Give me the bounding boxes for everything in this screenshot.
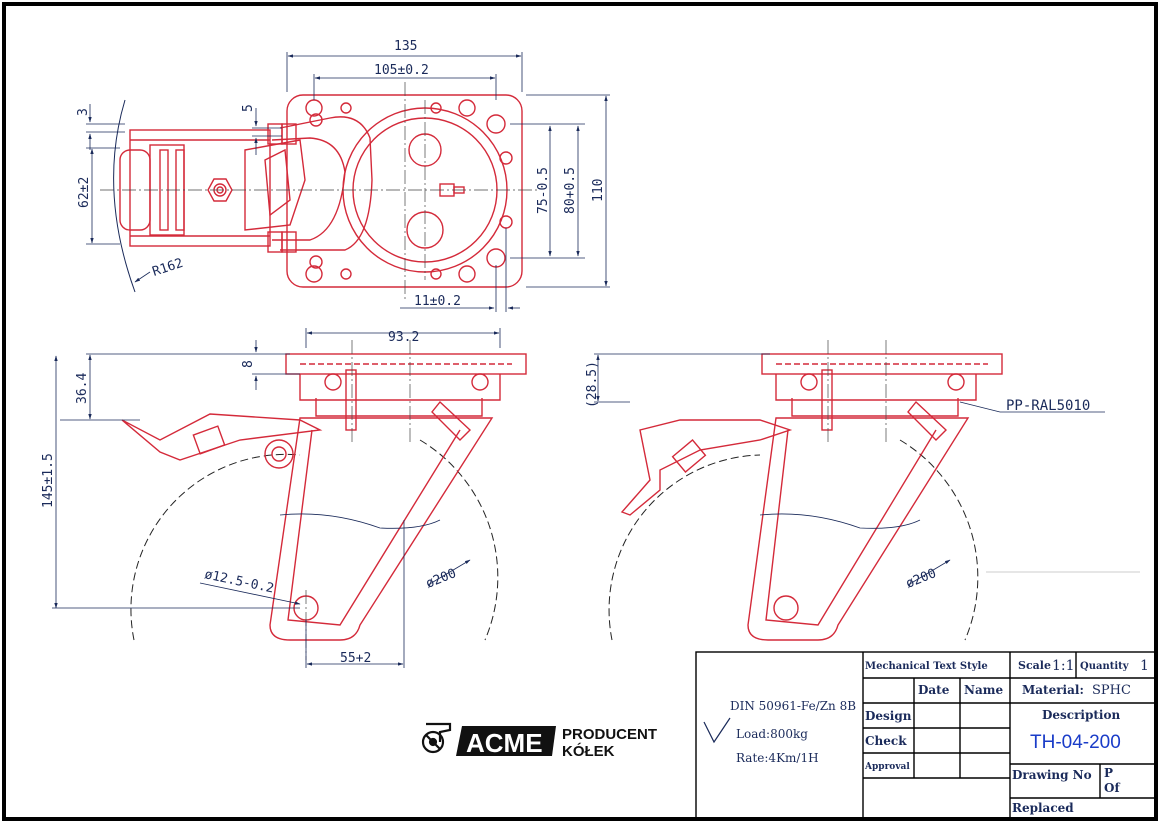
- dim-28: (28.5): [585, 361, 600, 408]
- load-text: Load:800kg: [736, 727, 808, 741]
- dim-55: 55+2: [340, 651, 371, 666]
- scale-value: 1:1: [1052, 658, 1075, 674]
- side-view-right: (28.5) ø200 PP-RAL5010: [585, 340, 1140, 641]
- rate-text: Rate:4Km/1H: [736, 751, 819, 765]
- dim-200-left: ø200: [424, 566, 459, 592]
- title-block: DIN 50961-Fe/Zn 8B Load:800kg Rate:4Km/1…: [695, 651, 1157, 820]
- scale-label: Scale: [1018, 659, 1051, 672]
- dim-93: 93.2: [388, 330, 419, 345]
- caster-icon: [421, 722, 452, 754]
- check-label: Check: [865, 734, 907, 748]
- dim-105: 105±0.2: [374, 63, 429, 78]
- replaced-label: Replaced: [1012, 801, 1074, 815]
- acme-logo: ACME PRODUCENT KÓŁEK: [421, 722, 657, 760]
- dim-36: 36.4: [75, 373, 90, 404]
- side-view-left: 93.2 8 36.4 145±1.5 ø12.5-0.2 ø200 55+2: [41, 328, 527, 668]
- logo-brand: ACME: [466, 728, 543, 758]
- dim-11: 11±0.2: [414, 294, 461, 309]
- design-label: Design: [865, 709, 912, 723]
- dim-3: 3: [76, 108, 91, 116]
- logo-line1: PRODUCENT: [562, 726, 657, 743]
- material-value: SPHC: [1092, 683, 1131, 698]
- part-number: TH-04-200: [1030, 732, 1121, 753]
- dim-12: ø12.5-0.2: [203, 567, 275, 596]
- surface-finish-icon: [703, 717, 731, 744]
- dim-75: 75-0.5: [536, 167, 551, 214]
- name-header: Name: [964, 683, 1003, 697]
- dim-62: 62±2: [77, 177, 92, 208]
- date-header: Date: [918, 683, 950, 697]
- dim-110: 110: [591, 179, 606, 202]
- logo-line2: KÓŁEK: [562, 742, 615, 760]
- material-label: Material:: [1022, 683, 1084, 697]
- text-style-label: Mechanical Text Style: [865, 661, 988, 672]
- dim-r162: R162: [151, 256, 185, 280]
- description-label: Description: [1042, 708, 1120, 722]
- dim-5: 5: [241, 104, 256, 112]
- drawing-no-label: Drawing No: [1012, 768, 1092, 782]
- dim-200-right: ø200: [904, 566, 939, 592]
- spec-text: DIN 50961-Fe/Zn 8B: [730, 699, 856, 713]
- quantity-value: 1: [1140, 658, 1149, 674]
- dim-145: 145±1.5: [41, 453, 56, 508]
- material-note: PP-RAL5010: [1006, 398, 1090, 414]
- dim-80: 80+0.5: [563, 167, 578, 214]
- p-label: P: [1104, 766, 1113, 780]
- of-label: Of: [1104, 781, 1120, 795]
- dim-8: 8: [241, 360, 256, 368]
- top-view: 135 105±0.2 3 5 62±2 75-0.5 80+0.5 110 R…: [76, 39, 610, 312]
- quantity-label: Quantity: [1080, 661, 1130, 672]
- approval-label: Approval: [864, 762, 910, 772]
- dim-135: 135: [394, 39, 417, 54]
